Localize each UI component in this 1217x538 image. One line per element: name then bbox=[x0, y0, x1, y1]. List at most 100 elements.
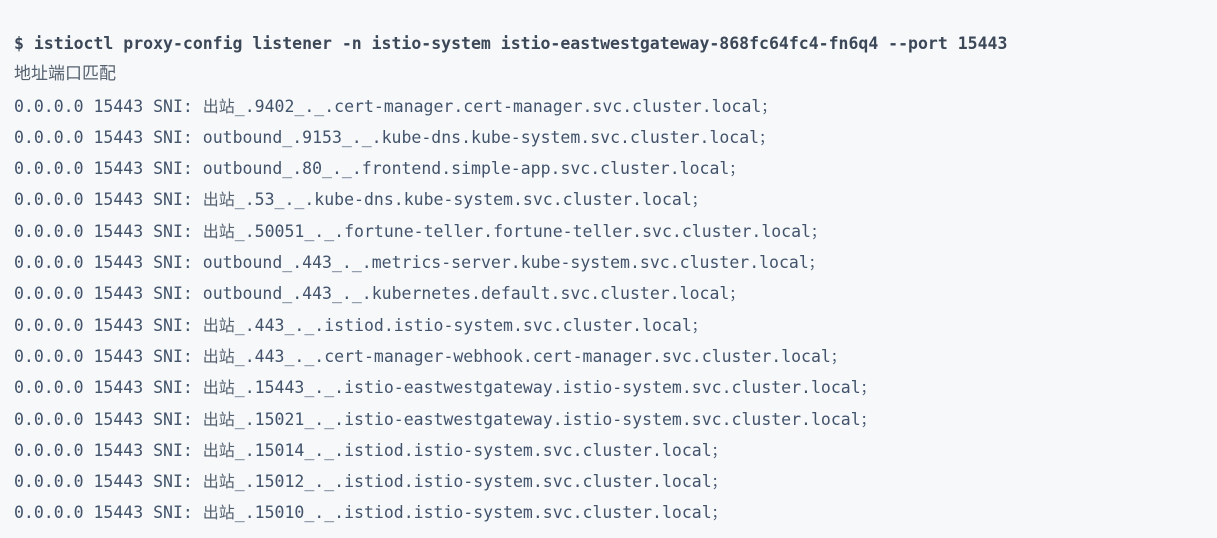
listener-row: 0.0.0.0 15443 SNI: outbound_.80_._.front… bbox=[14, 159, 744, 179]
row-separator: _._. bbox=[274, 190, 315, 210]
row-match-label: SNI: bbox=[153, 159, 193, 179]
row-direction: 出站 bbox=[202, 378, 235, 398]
row-address: 0.0.0.0 bbox=[14, 253, 84, 273]
row-separator: _._. bbox=[284, 346, 325, 366]
row-address: 0.0.0.0 bbox=[14, 96, 84, 116]
listener-row: 0.0.0.0 15443 SNI: 出站_.15021_._.istio-ea… bbox=[14, 409, 875, 429]
row-match-label: SNI: bbox=[153, 440, 193, 460]
row-service-port: .15012 bbox=[244, 472, 305, 492]
row-direction: outbound bbox=[202, 159, 283, 179]
row-fqdn: kube-dns.kube-system.svc.cluster.local bbox=[381, 127, 760, 147]
row-match-label: SNI: bbox=[153, 503, 193, 523]
row-match-label: SNI: bbox=[153, 190, 193, 210]
row-service-port: .443 bbox=[292, 253, 332, 273]
row-match-label: SNI: bbox=[153, 221, 193, 241]
row-address: 0.0.0.0 bbox=[14, 221, 84, 241]
row-port: 15443 bbox=[93, 96, 144, 116]
row-port: 15443 bbox=[93, 315, 144, 335]
listener-row: 0.0.0.0 15443 SNI: 出站_.15443_._.istio-ea… bbox=[14, 378, 875, 398]
row-port: 15443 bbox=[93, 253, 144, 273]
row-service-port: .80 bbox=[292, 159, 323, 179]
row-terminator: ； bbox=[860, 381, 875, 398]
row-port: 15443 bbox=[93, 190, 144, 210]
row-fqdn: istiod.istio-system.svc.cluster.local bbox=[344, 503, 712, 523]
row-fqdn: metrics-server.kube-system.svc.cluster.l… bbox=[371, 253, 809, 273]
command-text: istioctl proxy-config listener -n istio-… bbox=[33, 34, 1008, 53]
command-text-spacer bbox=[24, 34, 34, 53]
row-address: 0.0.0.0 bbox=[14, 315, 84, 335]
row-separator: _._. bbox=[304, 409, 345, 429]
column-header-row: 地址端口匹配 bbox=[14, 64, 116, 85]
row-port: 15443 bbox=[93, 346, 144, 366]
row-address: 0.0.0.0 bbox=[14, 472, 84, 492]
row-separator: _._. bbox=[284, 315, 325, 335]
row-direction: outbound bbox=[202, 253, 283, 273]
row-service-port: .443 bbox=[244, 315, 285, 335]
row-direction: 出站 bbox=[202, 472, 235, 492]
row-service-port: .15443 bbox=[244, 378, 305, 398]
row-separator: _._. bbox=[294, 96, 335, 116]
row-port: 15443 bbox=[93, 409, 144, 429]
row-terminator: ； bbox=[711, 475, 726, 492]
row-service-port: .50051 bbox=[244, 221, 305, 241]
row-address: 0.0.0.0 bbox=[14, 284, 84, 304]
row-address: 0.0.0.0 bbox=[14, 346, 84, 366]
row-match-label: SNI: bbox=[153, 315, 193, 335]
row-service-port: .15014 bbox=[244, 440, 305, 460]
row-terminator: ； bbox=[808, 256, 823, 273]
listener-rows-container: 0.0.0.0 15443 SNI: 出站_.9402_._.cert-mana… bbox=[14, 91, 1217, 529]
listener-row: 0.0.0.0 15443 SNI: 出站_.15014_._.istiod.i… bbox=[14, 440, 726, 460]
listener-row: 0.0.0.0 15443 SNI: outbound_.443_._.kube… bbox=[14, 284, 744, 304]
row-match-label: SNI: bbox=[153, 127, 193, 147]
listener-row: 0.0.0.0 15443 SNI: 出站_.443_._.istiod.ist… bbox=[14, 315, 706, 335]
row-port: 15443 bbox=[93, 159, 144, 179]
row-service-port: .15021 bbox=[244, 409, 305, 429]
row-terminator: ； bbox=[691, 193, 706, 210]
row-fqdn: istiod.istio-system.svc.cluster.local bbox=[344, 472, 712, 492]
row-fqdn: kube-dns.kube-system.svc.cluster.local bbox=[314, 190, 692, 210]
row-service-port: .15010 bbox=[244, 503, 305, 523]
listener-row: 0.0.0.0 15443 SNI: 出站_.15010_._.istiod.i… bbox=[14, 503, 726, 523]
row-separator: _._. bbox=[304, 378, 345, 398]
row-fqdn: kubernetes.default.svc.cluster.local bbox=[371, 284, 730, 304]
row-fqdn: fortune-teller.fortune-teller.svc.cluste… bbox=[344, 221, 811, 241]
row-terminator: ； bbox=[810, 224, 825, 241]
listener-row: 0.0.0.0 15443 SNI: 出站_.15012_._.istiod.i… bbox=[14, 472, 726, 492]
row-service-port: .443 bbox=[244, 346, 285, 366]
row-terminator: ； bbox=[830, 349, 845, 366]
row-direction: 出站 bbox=[202, 346, 235, 366]
row-match-label: SNI: bbox=[153, 409, 193, 429]
row-terminator: ； bbox=[729, 287, 744, 304]
row-match-label: SNI: bbox=[153, 96, 193, 116]
row-separator: _._. bbox=[322, 159, 362, 179]
row-port: 15443 bbox=[93, 127, 144, 147]
listener-row: 0.0.0.0 15443 SNI: outbound_.443_._.metr… bbox=[14, 253, 823, 273]
row-fqdn: cert-manager.cert-manager.svc.cluster.lo… bbox=[334, 96, 762, 116]
listener-row: 0.0.0.0 15443 SNI: 出站_.50051_._.fortune-… bbox=[14, 221, 825, 241]
row-terminator: ； bbox=[691, 318, 706, 335]
row-separator: _._. bbox=[304, 221, 345, 241]
row-separator: _._. bbox=[304, 472, 345, 492]
row-match-label: SNI: bbox=[153, 346, 193, 366]
row-address: 0.0.0.0 bbox=[14, 503, 84, 523]
row-port: 15443 bbox=[93, 378, 144, 398]
row-address: 0.0.0.0 bbox=[14, 409, 84, 429]
row-direction: outbound bbox=[202, 284, 283, 304]
row-port: 15443 bbox=[93, 440, 144, 460]
listener-row: 0.0.0.0 15443 SNI: 出站_.53_._.kube-dns.ku… bbox=[14, 190, 706, 210]
row-terminator: ； bbox=[761, 99, 776, 116]
row-terminator: ； bbox=[729, 162, 744, 179]
row-port: 15443 bbox=[93, 472, 144, 492]
row-service-port: .9402 bbox=[244, 96, 295, 116]
row-address: 0.0.0.0 bbox=[14, 440, 84, 460]
row-service-port: .9153 bbox=[292, 127, 342, 147]
row-direction: 出站 bbox=[202, 190, 235, 210]
row-fqdn: istio-eastwestgateway.istio-system.svc.c… bbox=[344, 409, 861, 429]
row-separator: _._. bbox=[304, 503, 345, 523]
row-direction: 出站 bbox=[202, 221, 235, 241]
row-match-label: SNI: bbox=[153, 284, 193, 304]
row-address: 0.0.0.0 bbox=[14, 159, 84, 179]
row-match-label: SNI: bbox=[153, 253, 193, 273]
row-direction: 出站 bbox=[202, 96, 235, 116]
